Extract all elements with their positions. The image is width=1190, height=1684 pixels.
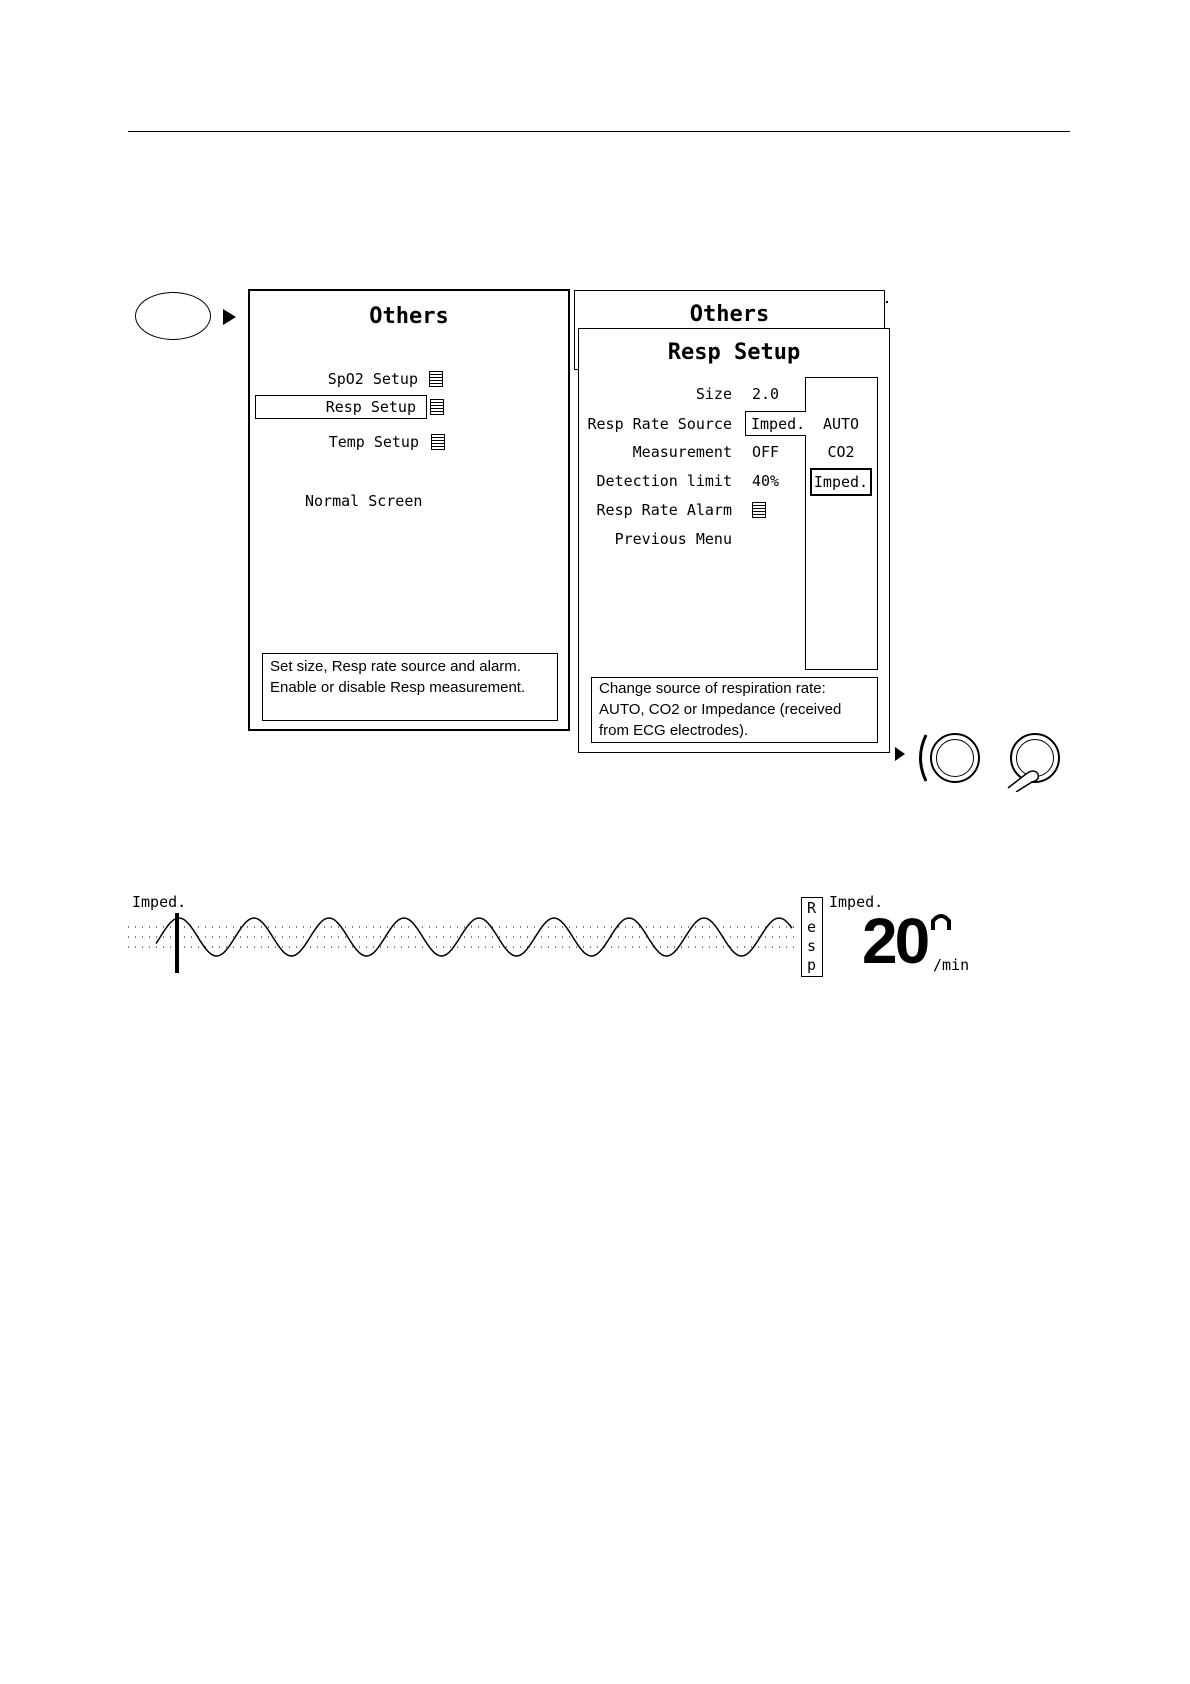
rotary-knob-icon[interactable] (930, 733, 980, 783)
dropdown-option-co2[interactable]: CO2 (827, 443, 855, 461)
header-rule (128, 131, 1070, 132)
others-menu: Others SpO2 Setup Resp Setup Temp Setup … (248, 289, 570, 731)
resp-tab-letter: e (806, 918, 817, 936)
resp-rate-value: 20 (862, 905, 930, 977)
numeric-source-label: Imped. (829, 893, 884, 911)
row-detection-limit-value[interactable]: 40% (752, 472, 780, 490)
resp-setup-menu: Resp Setup Size 2.0 Resp Rate Source Imp… (578, 328, 890, 753)
respiration-waveform (128, 913, 798, 973)
row-size-label: Size (695, 385, 732, 403)
menu-item-normal-screen[interactable]: Normal Screen (305, 492, 423, 510)
submenu-page-icon (431, 434, 445, 450)
resp-rate-source-value: Imped. (751, 415, 806, 433)
help-text-box: Change source of respiration rate: AUTO,… (591, 677, 878, 743)
row-measurement-label: Measurement (632, 443, 732, 461)
row-size-value[interactable]: 2.0 (752, 385, 780, 403)
arrow-right-icon (223, 309, 236, 325)
dropdown-option-imped: Imped. (813, 473, 869, 491)
others-menu-behind-title: Others (689, 302, 770, 327)
resp-tab-letter: R (806, 899, 817, 917)
finger-press-icon (1007, 770, 1040, 792)
resp-setup-title: Resp Setup (667, 340, 801, 365)
menu-item-spo2-setup[interactable]: SpO2 Setup (327, 370, 418, 388)
dropdown-option-auto[interactable]: AUTO (822, 415, 860, 433)
resp-rate-source-field[interactable]: Imped. (745, 411, 805, 436)
resp-tab-letter: p (806, 956, 817, 974)
help-text-box: Set size, Resp rate source and alarm. En… (262, 653, 558, 721)
submenu-page-icon (429, 371, 443, 387)
waveform-source-label: Imped. (132, 893, 187, 911)
row-previous-menu-label[interactable]: Previous Menu (614, 530, 732, 548)
resp-rate-unit: /min (933, 956, 970, 974)
arrow-right-icon (895, 747, 905, 761)
hardkey-button[interactable] (135, 292, 211, 340)
row-detection-limit-label: Detection limit (596, 472, 732, 490)
alarm-off-icon (931, 914, 951, 930)
rotate-arrow-icon (919, 734, 928, 782)
row-resp-rate-alarm-label[interactable]: Resp Rate Alarm (596, 501, 732, 519)
tick-mark (886, 301, 888, 303)
resp-tab-letter: s (806, 937, 817, 955)
dropdown-option-imped-selected[interactable]: Imped. (810, 468, 872, 496)
submenu-page-icon (752, 502, 766, 518)
knob-inner-ring (936, 739, 974, 777)
field-joint (804, 412, 807, 435)
resp-tab-letters: R e s p (802, 899, 821, 975)
menu-item-resp-setup-label: Resp Setup (325, 398, 416, 416)
row-resp-rate-source-label: Resp Rate Source (587, 415, 733, 433)
resp-rate-source-dropdown: AUTO CO2 Imped. (805, 377, 878, 670)
submenu-page-icon (430, 399, 444, 415)
resp-parameter-tab[interactable]: R e s p (801, 897, 823, 977)
menu-item-resp-setup[interactable]: Resp Setup (255, 395, 427, 419)
others-menu-title: Others (369, 304, 449, 329)
row-measurement-value[interactable]: OFF (752, 443, 780, 461)
menu-item-temp-setup[interactable]: Temp Setup (328, 433, 419, 451)
